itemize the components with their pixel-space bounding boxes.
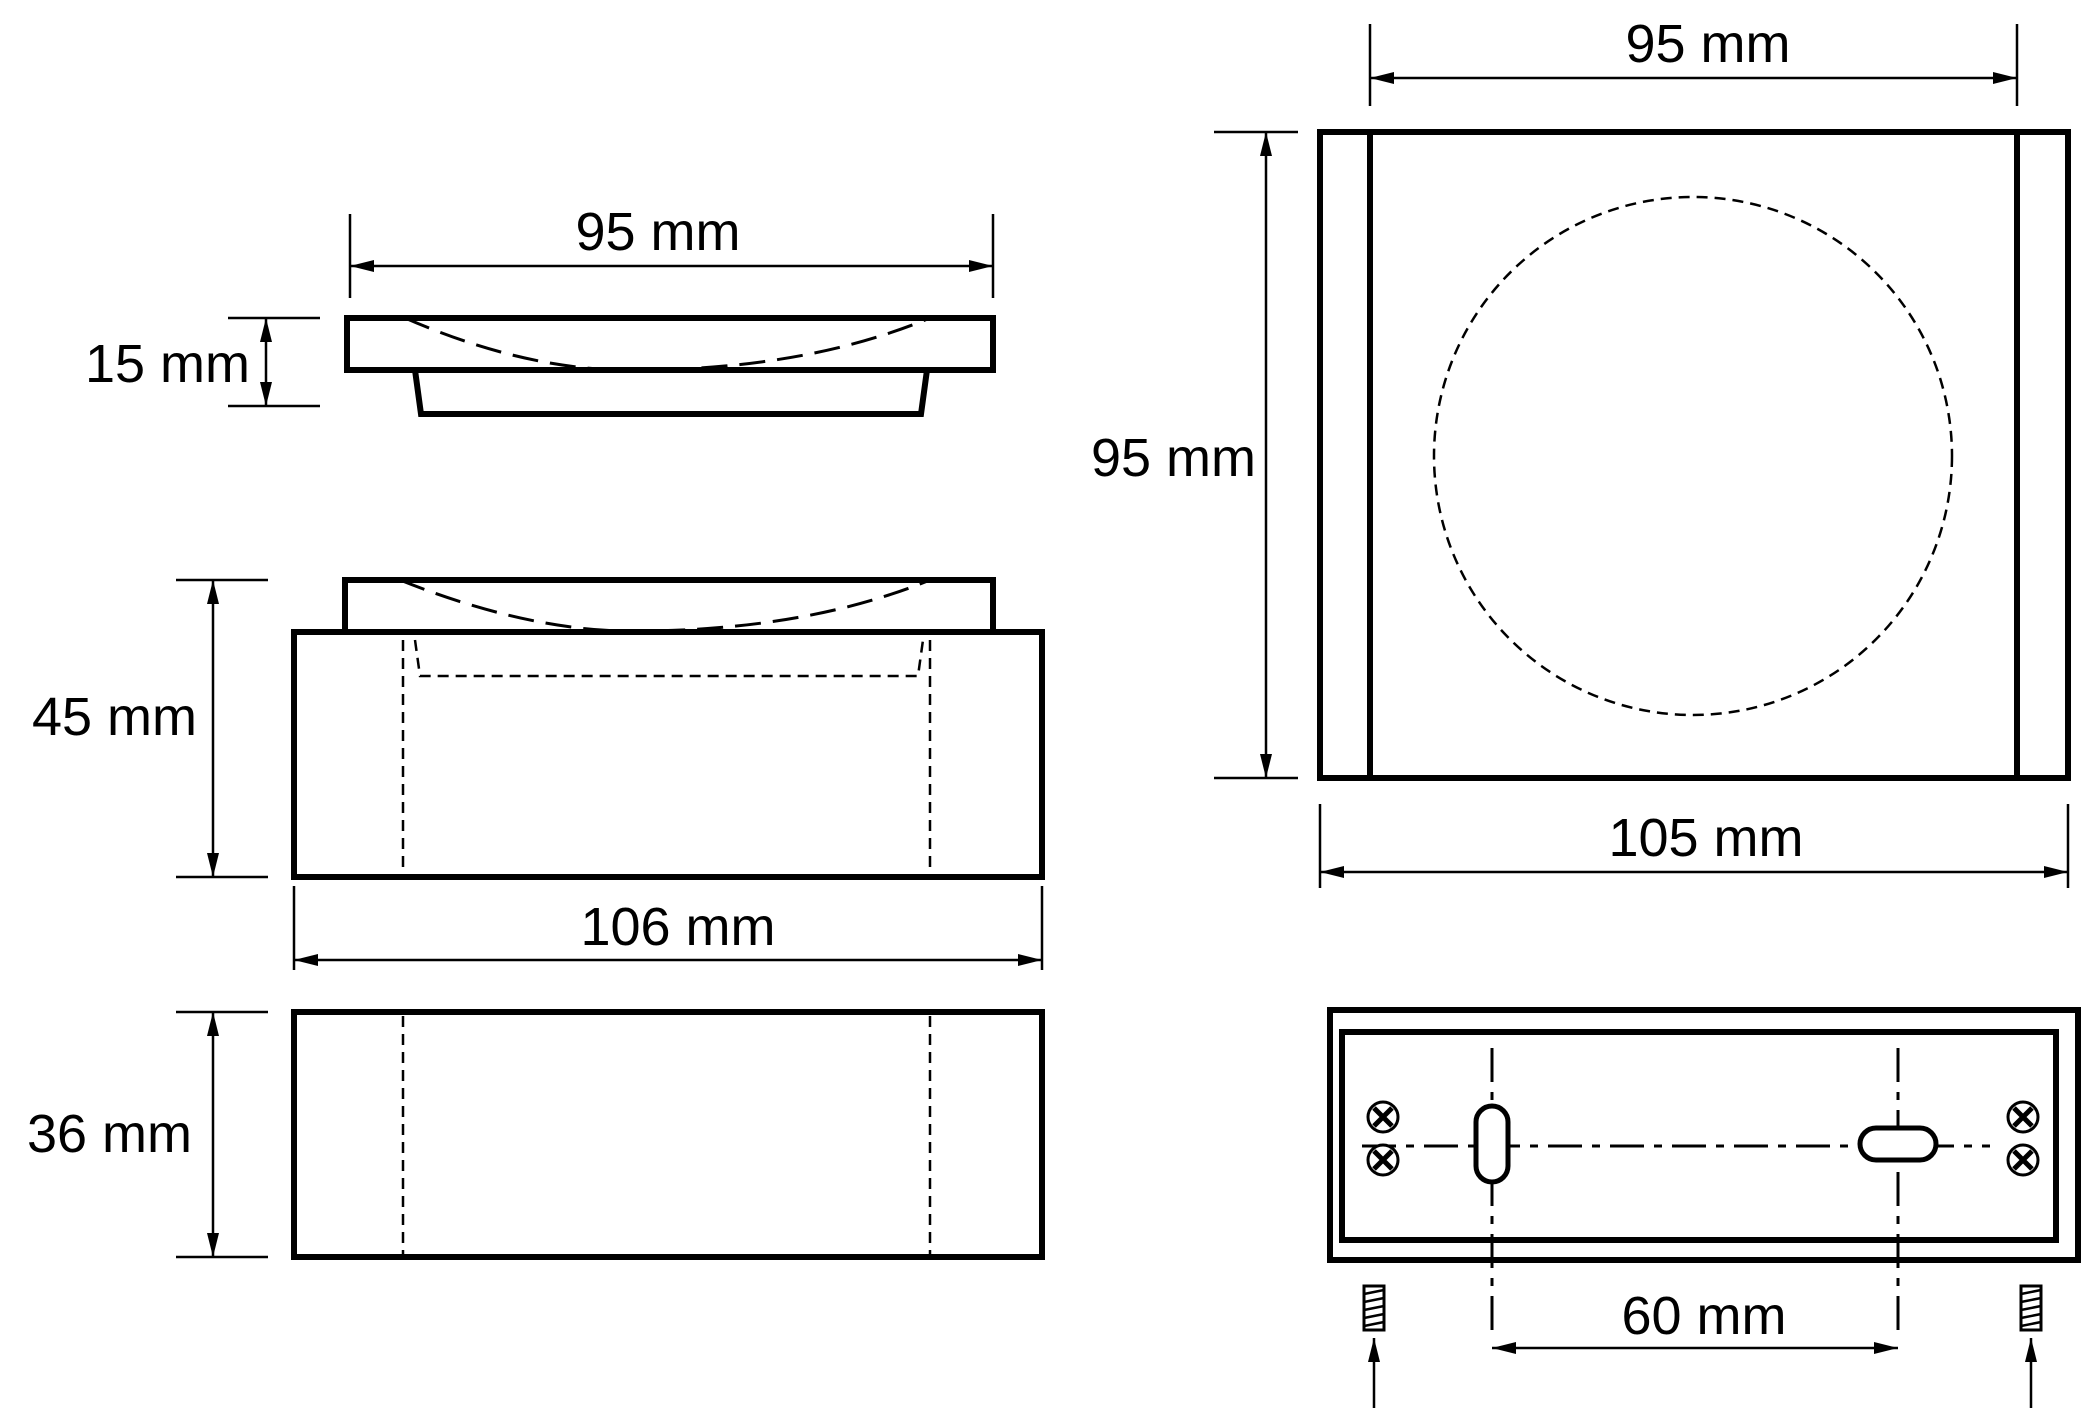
slot-spacing-label: 60 mm — [1621, 1286, 1786, 1346]
top-height-dimension: 95 mm — [1091, 130, 1298, 780]
screw-icon — [2019, 1284, 2043, 1332]
cross-screw-head-icon — [1368, 1102, 1398, 1132]
assembly-height-label: 45 mm — [32, 687, 197, 747]
cross-screw-head-icon — [2008, 1102, 2038, 1132]
top-view — [1317, 129, 2071, 781]
lid-height-label: 15 mm — [85, 334, 250, 394]
base-height-dimension: 36 mm — [27, 1010, 268, 1259]
base-height-label: 36 mm — [27, 1104, 192, 1164]
top-outer-width-label: 105 mm — [1608, 808, 1803, 868]
top-height-label: 95 mm — [1091, 428, 1256, 488]
cross-screw-head-icon — [2008, 1145, 2038, 1175]
cross-screw-head-icon — [1368, 1145, 1398, 1175]
lid-side-view — [344, 315, 996, 417]
lid-height-dimension: 15 mm — [85, 316, 320, 408]
keyhole-slot-vertical — [1473, 1103, 1511, 1185]
assembly-side-view — [291, 577, 1045, 880]
lid-width-dimension: 95 mm — [348, 202, 995, 298]
assembly-height-dimension: 45 mm — [32, 578, 268, 879]
top-outer-width-dimension: 105 mm — [1318, 804, 2070, 888]
keyhole-slot-horizontal — [1857, 1125, 1939, 1163]
screw-icon — [1362, 1284, 1386, 1332]
assembly-width-dimension: 106 mm — [292, 886, 1044, 970]
bottom-view — [1327, 1007, 2081, 1408]
top-width-label: 95 mm — [1625, 14, 1790, 74]
base-side-view — [291, 1009, 1045, 1260]
top-width-dimension: 95 mm — [1368, 14, 2019, 106]
lid-width-label: 95 mm — [575, 202, 740, 262]
slot-spacing-dimension: 60 mm — [1492, 1286, 1898, 1354]
assembly-width-label: 106 mm — [580, 897, 775, 957]
